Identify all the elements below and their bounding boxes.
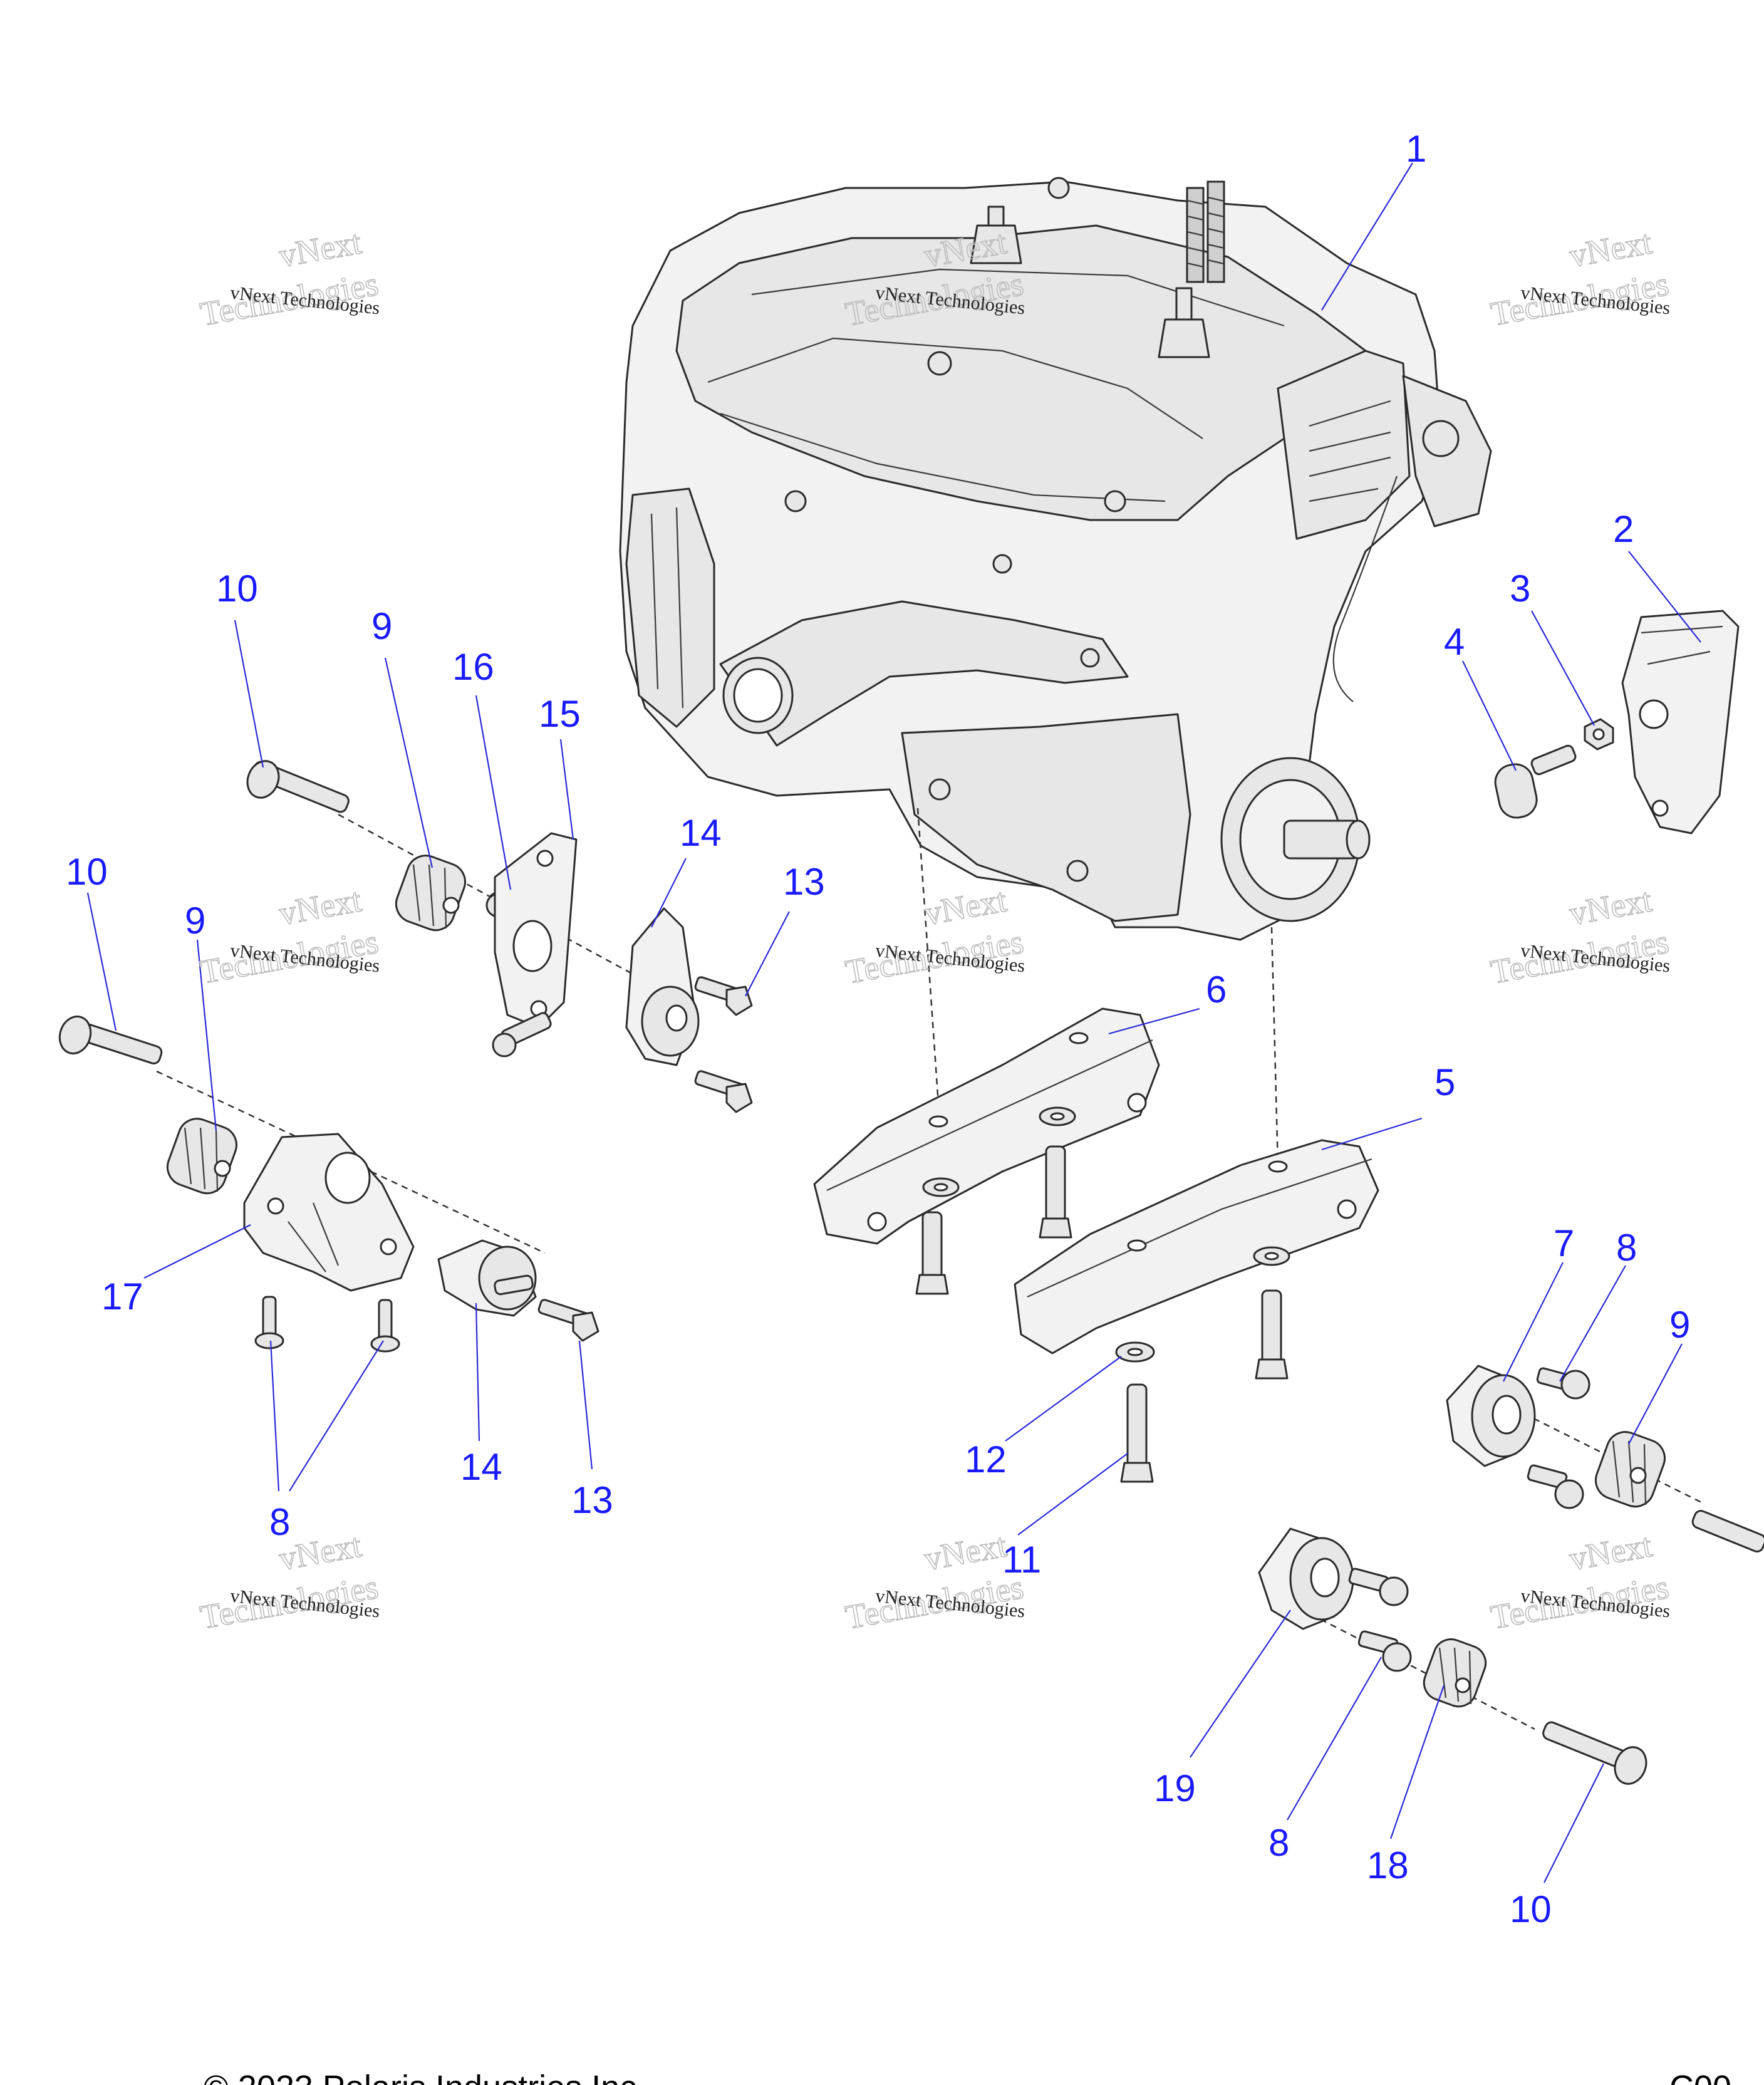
callout-19: 19 [1154,1767,1196,1809]
callout-6: 6 [1206,969,1227,1011]
part-13-bolt-left [537,1299,599,1342]
callout-8-right: 8 [1616,1227,1637,1269]
axis-line [916,808,941,1122]
callout-14-upper: 14 [680,812,722,854]
leader-lines [86,162,1701,1883]
svg-text:vNext: vNext [921,881,1009,932]
screw-loose-upper [492,1012,552,1058]
watermark-9: vNext Technologies vNext Technologies [1487,1526,1672,1636]
callout-18: 18 [1367,1844,1409,1886]
callout-2: 2 [1613,508,1634,550]
part-8-screw-lower-a [1348,1568,1409,1606]
vertical-bolts [915,1145,1289,1380]
watermark-4: vNext Technologies vNext Technologies [197,880,381,991]
callout-14-lower: 14 [460,1446,502,1488]
part-8-screw-left-a [254,1296,284,1349]
part-9-grommet-upper [395,855,466,932]
part-9-grommet-left [166,1118,237,1195]
watermark-1: vNext Technologies vNext Technologies [197,222,381,333]
callout-10-upper: 10 [216,568,258,610]
svg-text:vNext: vNext [1567,881,1654,932]
watermark-5: vNext Technologies vNext Technologies [842,880,1027,991]
callout-13-upper: 13 [783,861,825,903]
svg-text:vNext: vNext [1567,1526,1654,1578]
part-7-mount [1446,1365,1536,1467]
svg-text:vNext: vNext [276,223,364,274]
part-13-bolt-upper [694,976,753,1016]
callout-13-lower: 13 [571,1479,613,1521]
callout-1: 1 [1406,128,1426,170]
watermark-7: vNext Technologies vNext Technologies [197,1526,381,1636]
part-8-screw-left-b [370,1299,400,1353]
part-14-mount-upper [625,907,700,1066]
callout-8-lower: 8 [1269,1822,1289,1864]
svg-text:vNext: vNext [276,881,364,932]
callout-8-left: 8 [269,1501,290,1543]
part-10-bolt-right-partial [1691,1510,1764,1552]
axis-line [338,813,640,979]
callout-labels: 1 2 3 4 5 6 7 8 9 12 11 10 9 16 15 14 13… [66,128,1690,1930]
part-5-bracket [1014,1139,1379,1354]
spring-pair [1186,180,1225,283]
part-12-washer [1115,1341,1155,1363]
part-8-screw-right-mid [1527,1464,1584,1509]
part-10-bolt-lower-right [1542,1721,1647,1785]
part-9-grommet-right [1594,1431,1666,1508]
part-6-bracket [813,1007,1160,1245]
engine-assembly [619,177,1492,941]
part-10-bolt-upper [246,760,350,813]
part-15-plate [494,832,578,1029]
callout-12: 12 [965,1438,1007,1480]
part-8-screw-right-upper [1536,1367,1590,1400]
axis-line [1290,1603,1535,1730]
axis-line [1270,927,1279,1166]
figure-code-text: C00 [1669,2069,1731,2085]
part-14-mount-lower [437,1239,537,1317]
callout-9-left: 9 [185,900,205,942]
part-3-nut [1584,718,1614,751]
part-10-bolt-left [58,1016,163,1064]
part-18-grommet [1423,1638,1487,1708]
part-13-bolt-lower [694,1070,753,1113]
svg-text:vNext: vNext [1567,223,1654,274]
part-17-bracket [243,1133,415,1292]
part-19-mount [1258,1527,1354,1630]
callout-4: 4 [1444,621,1465,663]
axis-line [1503,1402,1704,1505]
copyright-text: © 2023 Polaris Industries Inc. [204,2069,646,2085]
washer-set [922,1106,1290,1266]
part-2-bracket [1621,610,1740,835]
svg-text:vNext: vNext [921,1526,1009,1578]
part-8-screw-lower-b [1357,1630,1412,1672]
callout-10-lower: 10 [1510,1888,1552,1930]
callout-15: 15 [539,693,581,735]
callout-5: 5 [1435,1061,1455,1103]
callout-16: 16 [452,646,494,688]
watermark-6: vNext Technologies vNext Technologies [1487,880,1672,991]
callout-9-right: 9 [1669,1304,1690,1346]
callout-11: 11 [1002,1539,1041,1581]
part-11-bolt [1120,1383,1154,1483]
callout-3: 3 [1510,568,1530,610]
watermark-8: vNext Technologies vNext Technologies [842,1526,1027,1636]
callout-17: 17 [101,1276,143,1318]
callout-9-upper: 9 [371,605,392,647]
part-4-damper [1494,744,1577,819]
watermark-3: vNext Technologies vNext Technologies [1487,222,1672,333]
callout-7: 7 [1554,1222,1574,1264]
callout-10-left: 10 [66,851,108,893]
